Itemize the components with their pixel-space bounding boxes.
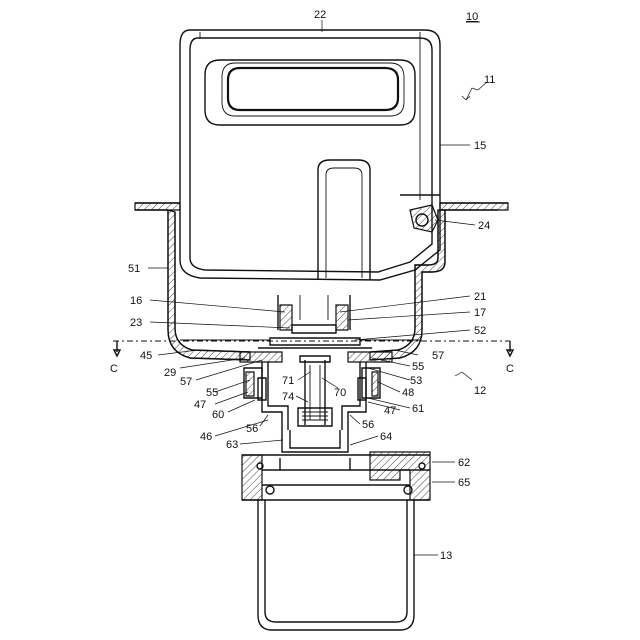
label-24: 24 (478, 220, 490, 232)
label-74: 74 (282, 391, 294, 403)
label-13: 13 (440, 550, 452, 562)
label-15: 15 (474, 140, 486, 152)
label-51: 51 (128, 263, 140, 275)
label-22: 22 (314, 9, 326, 21)
container-13 (258, 500, 414, 630)
label-60: 60 (212, 409, 224, 421)
label-70: 70 (334, 387, 346, 399)
label-71: 71 (282, 375, 294, 387)
label-57a: 57 (432, 350, 444, 362)
label-53: 53 (410, 375, 422, 387)
label-55b: 55 (206, 387, 218, 399)
label-21: 21 (474, 291, 486, 303)
label-64: 64 (380, 431, 392, 443)
label-45: 45 (140, 350, 152, 362)
label-52: 52 (474, 325, 486, 337)
label-29: 29 (164, 367, 176, 379)
label-55a: 55 (412, 361, 424, 373)
seal-24 (410, 205, 438, 232)
label-c-right: C (506, 363, 514, 375)
label-47b: 47 (384, 405, 396, 417)
label-56a: 56 (246, 423, 258, 435)
label-62: 62 (458, 457, 470, 469)
label-23: 23 (130, 317, 142, 329)
label-46: 46 (200, 431, 212, 443)
label-61: 61 (412, 403, 424, 415)
label-c-left: C (110, 363, 118, 375)
cap-62 (242, 452, 430, 500)
label-48: 48 (402, 387, 414, 399)
valve-assembly (180, 295, 420, 348)
receiving-case-51 (135, 203, 508, 360)
tank-body-15 (180, 30, 440, 280)
label-63: 63 (226, 439, 238, 451)
label-11: 11 (484, 74, 495, 86)
label-16: 16 (130, 295, 142, 307)
label-17: 17 (474, 307, 486, 319)
label-57b: 57 (180, 376, 192, 388)
label-65: 65 (458, 477, 470, 489)
leader-lines (148, 20, 487, 555)
label-fig-ref: 10 (466, 11, 478, 23)
label-56b: 56 (362, 419, 374, 431)
label-12: 12 (474, 385, 486, 397)
label-47a: 47 (194, 399, 206, 411)
